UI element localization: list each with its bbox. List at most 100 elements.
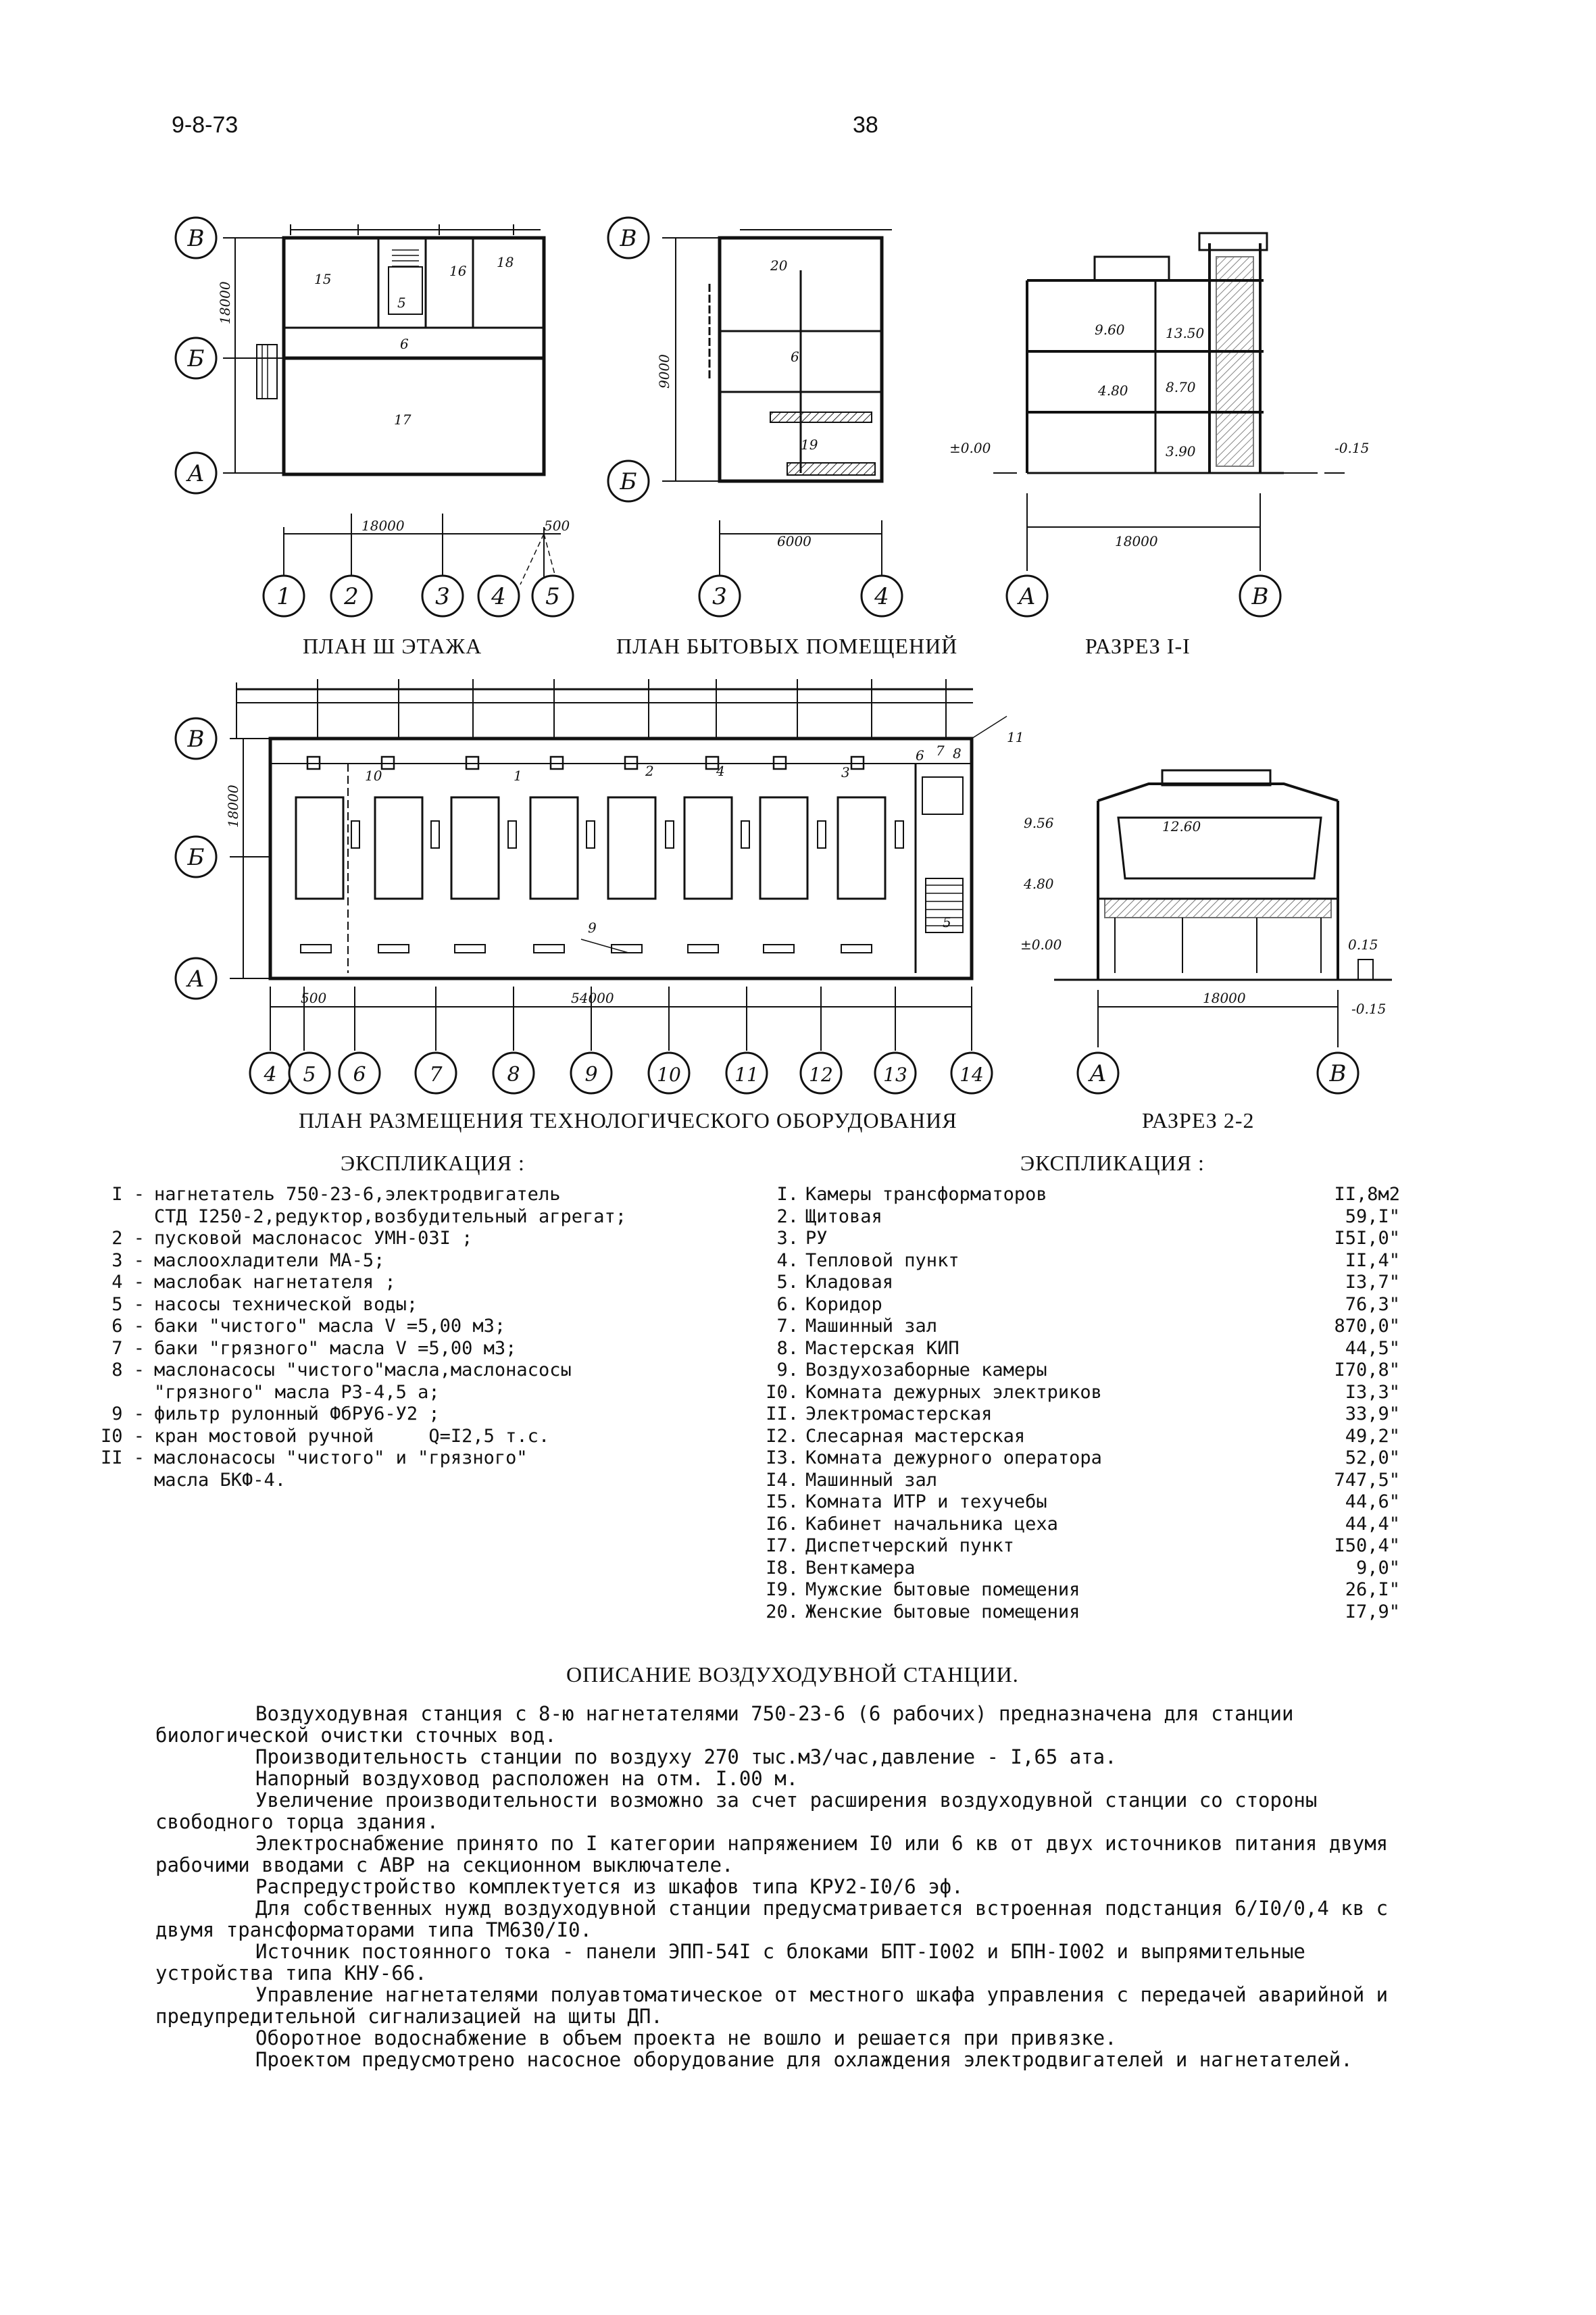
caption-plan-third-floor: ПЛАН Ш ЭТАЖА — [303, 634, 482, 658]
axis-bubble: Б — [607, 459, 650, 503]
axis-bubble: 8 — [492, 1051, 535, 1095]
dimension-label: 18000 — [1203, 990, 1246, 1006]
callout-label: 7 — [936, 743, 945, 759]
axis-bubble: 2 — [330, 574, 373, 618]
axis-bubble: 13 — [874, 1051, 917, 1095]
axis-bubble: А — [1005, 574, 1049, 618]
callout-label: 11 — [1007, 729, 1024, 745]
page-number: 38 — [853, 112, 878, 138]
level-label: 12.60 — [1162, 818, 1201, 835]
svg-text:13: 13 — [883, 1064, 907, 1086]
svg-text:А: А — [186, 966, 205, 993]
svg-text:1: 1 — [276, 583, 291, 610]
drawings-sheet: 15 16 18 5 6 17 18000 18000 500 В Б А 1 … — [174, 216, 1392, 1095]
axis-bubble: А — [174, 451, 218, 495]
level-label: 4.80 — [1097, 382, 1128, 399]
svg-text:А: А — [1017, 583, 1036, 610]
level-label: ±0.00 — [1020, 937, 1062, 953]
level-label: ±0.00 — [949, 440, 991, 456]
description-paragraph: Увеличение производительности возможно з… — [155, 1789, 1318, 1833]
axis-bubble: В — [1316, 1051, 1360, 1095]
section-one — [993, 232, 1345, 571]
description-paragraph: Оборотное водоснабжение в объем проекта … — [255, 2026, 1117, 2049]
svg-text:5: 5 — [545, 583, 560, 610]
list-item: II -маслонасосы "чистого" и "грязного" — [100, 1447, 528, 1468]
section-one-axes: А В — [1005, 574, 1282, 618]
level-label: 0.15 — [1348, 937, 1378, 953]
room-label: 19 — [801, 437, 818, 453]
axis-bubble: А — [174, 957, 218, 1000]
axis-bubble: 5 — [531, 574, 574, 618]
room-label: 6 — [791, 349, 799, 365]
axis-bubble: 9 — [570, 1051, 613, 1095]
list-item: 2 -пусковой маслонасос УМН-03I ; — [111, 1228, 473, 1249]
callout-label: 1 — [514, 768, 522, 784]
plan-third-floor — [223, 224, 561, 585]
svg-text:6: 6 — [353, 1063, 366, 1087]
plan-amenity-rooms-labels: 20 6 19 9000 6000 — [656, 257, 818, 549]
list-item: I -нагнетатель 750-23-6,электродвигатель — [111, 1184, 561, 1205]
callout-label: 2 — [645, 763, 654, 779]
caption-plan-amenity-rooms: ПЛАН БЫТОВЫХ ПОМЕЩЕНИЙ — [616, 634, 958, 658]
svg-text:11: 11 — [734, 1064, 759, 1086]
list-item: СТД I250-2,редуктор,возбудительный агрег… — [154, 1205, 626, 1227]
section-two — [1054, 769, 1392, 1047]
room-label: 15 — [314, 271, 331, 287]
equipment-explication-title: ЭКСПЛИКАЦИЯ : — [341, 1151, 525, 1175]
plan-amenity-rooms — [662, 229, 892, 578]
axis-bubble: В — [174, 216, 218, 259]
list-item: 5 -насосы технической воды; — [111, 1293, 418, 1315]
level-label: 13.50 — [1166, 325, 1205, 341]
svg-text:В: В — [1251, 583, 1269, 610]
callout-label: 3 — [841, 764, 850, 780]
svg-text:3: 3 — [712, 583, 727, 610]
room-label: 18 — [497, 254, 514, 270]
level-label: 9.60 — [1095, 322, 1125, 338]
plan-equipment-axes: В Б А 4 5 6 7 8 9 10 11 12 13 14 — [174, 717, 993, 1095]
description-title: ОПИСАНИЕ ВОЗДУХОДУВНОЙ СТАНЦИИ. — [566, 1662, 1019, 1687]
svg-text:В: В — [1329, 1060, 1347, 1087]
dimension-label: 18000 — [217, 281, 233, 324]
description-paragraph: Управление нагнетателями полуавтоматичес… — [155, 1983, 1389, 2028]
callout-label: 4 — [716, 763, 725, 779]
description-paragraph: Проектом предусмотрено насосное оборудов… — [255, 2048, 1353, 2071]
description-body: Воздуходувная станция с 8-ю нагнетателям… — [155, 1703, 1392, 2070]
section-two-axes: А В — [1076, 1051, 1360, 1095]
description-paragraph: Источник постоянного тока - панели ЭПП-5… — [155, 1940, 1305, 1985]
axis-bubble: 4 — [249, 1051, 292, 1095]
axis-bubble: Б — [174, 835, 218, 878]
callout-label: 5 — [943, 914, 951, 930]
dimension-label: 6000 — [777, 533, 812, 549]
axis-bubble: 3 — [698, 574, 741, 618]
section-two-labels: 9.56 12.60 4.80 ±0.00 0.15 -0.15 18000 — [1020, 815, 1386, 1017]
axis-bubble: 4 — [860, 574, 903, 618]
svg-text:5: 5 — [303, 1063, 316, 1087]
svg-text:14: 14 — [959, 1064, 984, 1086]
axis-bubble: А — [1076, 1051, 1120, 1095]
axis-bubble: 1 — [262, 574, 305, 618]
list-item: 3 -маслоохладители МА-5; — [111, 1249, 385, 1271]
dimension-label: 54000 — [571, 990, 614, 1006]
svg-text:2: 2 — [343, 583, 359, 610]
list-item: масла БКФ-4. — [154, 1469, 286, 1491]
svg-text:В: В — [187, 726, 205, 753]
list-item: 8 -маслонасосы "чистого"масла,маслонасос… — [111, 1360, 572, 1380]
plan-amenity-rooms-axes: В Б 3 4 — [607, 216, 903, 618]
callout-label: 9 — [588, 920, 597, 936]
list-item: 9 -фильтр рулонный ФбРУ6-У2 ; — [111, 1403, 440, 1424]
axis-bubble: 5 — [288, 1051, 331, 1095]
axis-bubble: Б — [174, 337, 218, 380]
